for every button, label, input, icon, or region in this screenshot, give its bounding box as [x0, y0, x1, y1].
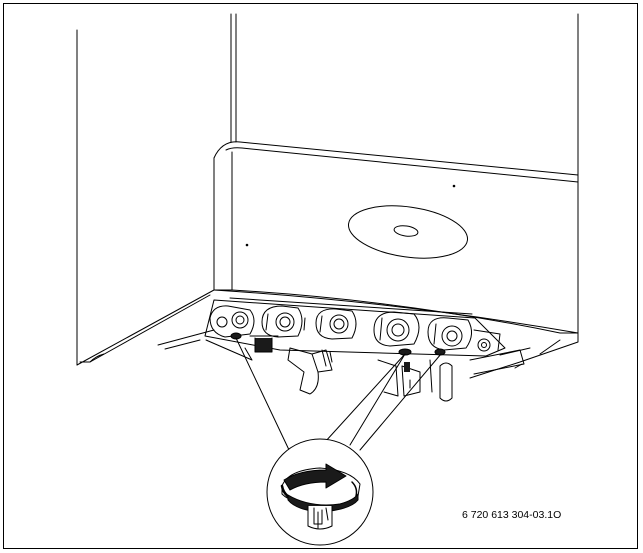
valve-detail-callout: [266, 438, 374, 546]
side-fittings: [377, 349, 525, 402]
pipe-connection-1: [261, 305, 303, 338]
boiler-upper-casing: [76, 13, 579, 366]
rotate-arrow-icon: [280, 463, 361, 513]
drain-fitting: [205, 335, 279, 361]
gas-pipe-elbow: [287, 347, 333, 395]
valve-right: [427, 317, 501, 356]
boiler-underside: [76, 289, 579, 379]
boiler-front-cover: [213, 141, 579, 334]
valve-stem-icon: [307, 505, 333, 530]
valve-left: [209, 305, 255, 340]
valve-middle: [373, 311, 420, 356]
pipe-connection-2: [303, 308, 357, 340]
figure-id-caption: 6 720 613 304-03.1O: [462, 509, 562, 521]
display-panel: [245, 184, 469, 259]
callout-lines: [235, 337, 442, 453]
connection-block: [204, 297, 506, 357]
